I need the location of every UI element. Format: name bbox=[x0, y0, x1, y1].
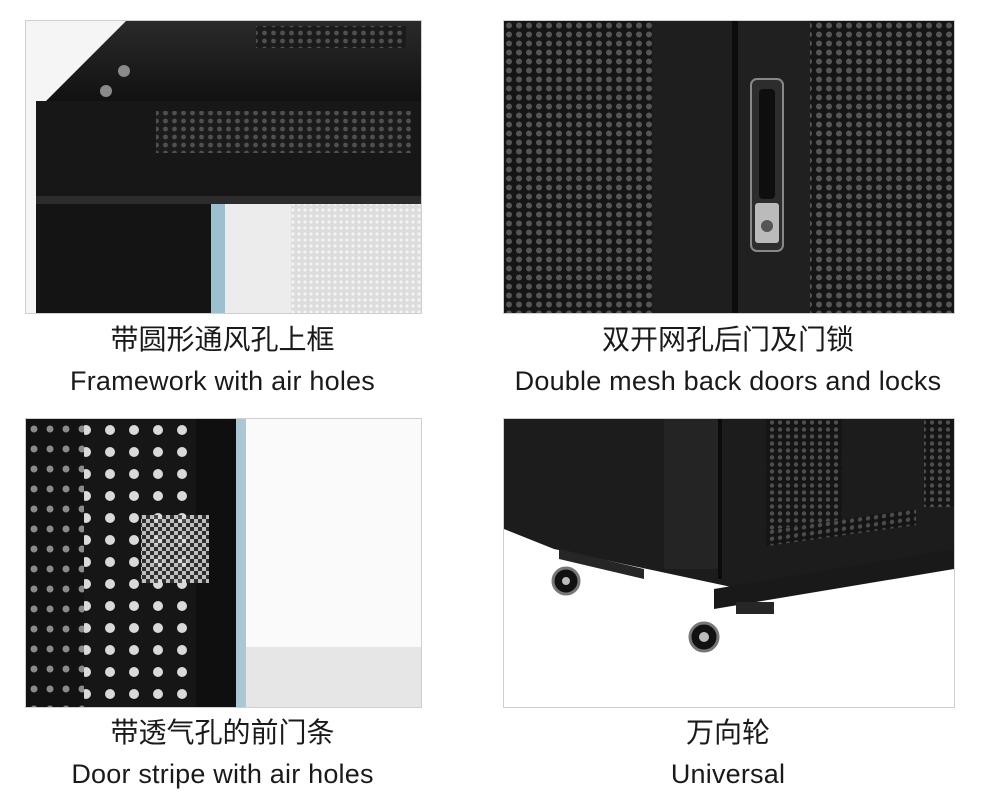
caption-cn-top-frame: 带圆形通风孔上框 bbox=[110, 323, 335, 356]
door-stripe-photo bbox=[25, 418, 422, 708]
caption-cn-casters: 万向轮 bbox=[685, 716, 770, 749]
back-doors-illustration bbox=[504, 21, 954, 313]
casters-illustration bbox=[504, 419, 954, 707]
caption-en-top-frame: Framework with air holes bbox=[70, 366, 375, 396]
casters-photo bbox=[503, 418, 955, 708]
back-doors-photo bbox=[503, 20, 955, 314]
caption-en-casters: Universal bbox=[670, 759, 786, 789]
caption-cn-door-stripe: 带透气孔的前门条 bbox=[110, 716, 335, 749]
top-frame-illustration bbox=[26, 21, 421, 313]
top-frame-photo bbox=[25, 20, 422, 314]
caption-en-door-stripe: Door stripe with air holes bbox=[71, 759, 374, 789]
caption-en-back-doors: Double mesh back doors and locks bbox=[514, 366, 942, 396]
door-stripe-illustration bbox=[26, 419, 421, 707]
caption-cn-back-doors: 双开网孔后门及门锁 bbox=[601, 323, 854, 356]
